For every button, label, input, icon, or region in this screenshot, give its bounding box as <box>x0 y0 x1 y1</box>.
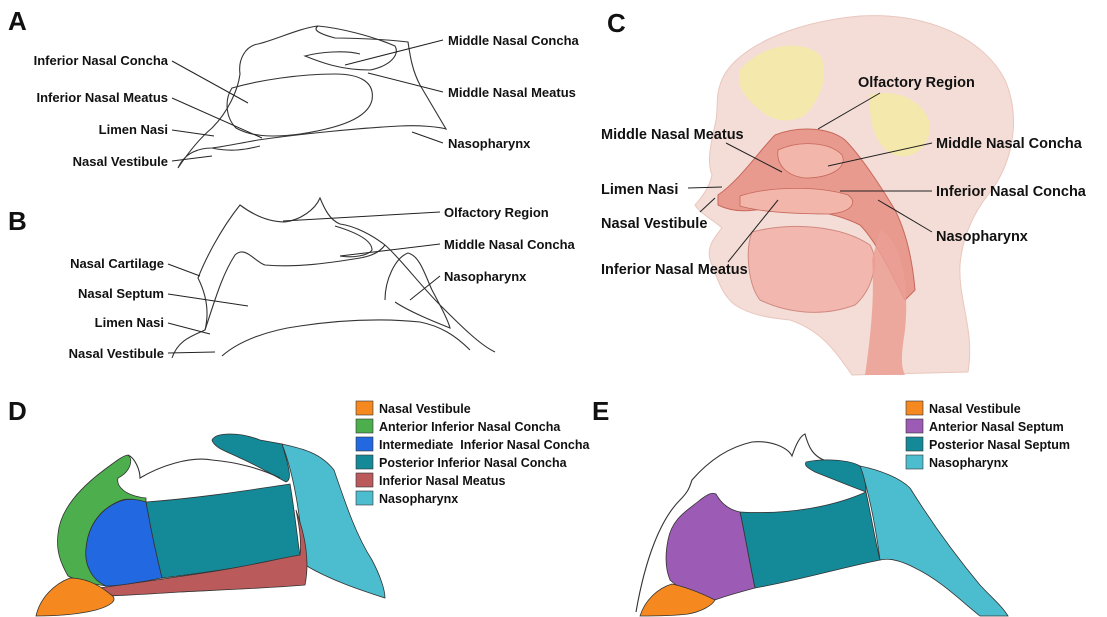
panel-a-leader-limen <box>172 130 214 136</box>
panel-a-letter: A <box>8 6 27 36</box>
panel-d-region-posterior-tail <box>212 434 289 482</box>
panel-b-label-nasopharynx: Nasopharynx <box>444 269 527 284</box>
panel-a-leader-middle-meatus <box>368 73 443 92</box>
panel-d-legend-swatch-anterior-concha <box>356 419 373 433</box>
panel-a-inferior-concha <box>227 74 372 136</box>
panel-c-label-nasopharynx: Nasopharynx <box>936 229 1028 245</box>
panel-b-label-cartilage: Nasal Cartilage <box>70 256 164 271</box>
panel-c-tongue <box>748 226 874 312</box>
panel-e-legend-swatch-posterior-septum <box>906 437 923 451</box>
panel-e-region-nasopharynx <box>860 466 1008 616</box>
panel-a-leader-vestibule <box>172 156 212 161</box>
panel-b-leader-limen <box>168 323 210 334</box>
panel-a-label-inferior-meatus: Inferior Nasal Meatus <box>37 90 169 105</box>
panel-b-leader-cartilage <box>168 264 200 276</box>
panel-d-legend-swatch-vestibule <box>356 401 373 415</box>
panel-b-label-vestibule: Nasal Vestibule <box>69 346 164 361</box>
panel-d-legend-swatch-nasopharynx <box>356 491 373 505</box>
panel-a: A Inferior Nasal Concha Inferior Nasal M… <box>8 6 580 169</box>
panel-a-label-middle-meatus: Middle Nasal Meatus <box>448 85 576 100</box>
panel-d-legend-label-inferior-meatus: Inferior Nasal Meatus <box>379 474 505 488</box>
panel-e: E Nasal Vestibule Anterior Nasal Septum … <box>592 396 1070 616</box>
panel-c-label-olfactory: Olfactory Region <box>858 75 975 91</box>
panel-b-nasopharynx-shape <box>385 253 450 328</box>
panel-c-label-inferior-meatus: Inferior Nasal Meatus <box>601 262 748 278</box>
panel-e-legend: Nasal Vestibule Anterior Nasal Septum Po… <box>906 401 1070 470</box>
panel-d-legend-label-posterior-concha: Posterior Inferior Nasal Concha <box>379 456 568 470</box>
panel-d-legend-label-intermediate-concha: Intermediate Inferior Nasal Concha <box>379 438 591 452</box>
panel-e-region-posterior-septum <box>740 492 880 588</box>
panel-a-leader-middle-concha <box>345 40 443 65</box>
panel-b-leader-middle-concha <box>340 244 440 256</box>
panel-e-legend-label-nasopharynx: Nasopharynx <box>929 456 1008 470</box>
panel-e-letter: E <box>592 396 609 426</box>
panel-d-legend-label-vestibule: Nasal Vestibule <box>379 402 471 416</box>
panel-b-letter: B <box>8 206 27 236</box>
panel-b-leader-septum <box>168 294 248 306</box>
panel-e-legend-label-posterior-septum: Posterior Nasal Septum <box>929 438 1070 452</box>
panel-a-label-vestibule: Nasal Vestibule <box>73 154 168 169</box>
panel-c-label-middle-concha: Middle Nasal Concha <box>936 136 1083 152</box>
panel-e-legend-swatch-anterior-septum <box>906 419 923 433</box>
panel-e-legend-swatch-nasopharynx <box>906 455 923 469</box>
panel-c-label-middle-meatus: Middle Nasal Meatus <box>601 127 744 143</box>
panel-b-middle-concha <box>335 226 372 257</box>
panel-d-legend-label-anterior-concha: Anterior Inferior Nasal Concha <box>379 420 561 434</box>
panel-d-legend-swatch-inferior-meatus <box>356 473 373 487</box>
panel-b-label-limen-nasi: Limen Nasi <box>95 315 164 330</box>
panel-b-inner <box>205 245 385 330</box>
panel-d: D Nasal Vestibule Anterior Inferior Nasa… <box>8 396 591 616</box>
panel-c-label-vestibule: Nasal Vestibule <box>601 216 707 232</box>
panel-d-legend-swatch-posterior-concha <box>356 455 373 469</box>
panel-a-label-inferior-concha: Inferior Nasal Concha <box>34 53 169 68</box>
panel-a-label-limen-nasi: Limen Nasi <box>99 122 168 137</box>
panel-a-leader-inferior-concha <box>172 61 248 103</box>
panel-e-legend-swatch-vestibule <box>906 401 923 415</box>
panel-b-label-septum: Nasal Septum <box>78 286 164 301</box>
panel-d-legend-label-nasopharynx: Nasopharynx <box>379 492 458 506</box>
panel-c: C Olfactory Region Middle Nasal Meatus M… <box>601 8 1087 375</box>
panel-e-region-posterior-tail <box>805 460 866 492</box>
panel-a-label-middle-concha: Middle Nasal Concha <box>448 33 580 48</box>
panel-d-legend-swatch-intermediate-concha <box>356 437 373 451</box>
panel-c-letter: C <box>607 8 626 38</box>
panel-e-region-anterior-septum <box>666 493 755 600</box>
panel-c-label-inferior-concha: Inferior Nasal Concha <box>936 184 1087 200</box>
panel-e-legend-label-vestibule: Nasal Vestibule <box>929 402 1021 416</box>
panel-a-leader-nasopharynx <box>412 132 443 143</box>
panel-d-legend: Nasal Vestibule Anterior Inferior Nasal … <box>356 401 591 506</box>
panel-b-label-middle-concha: Middle Nasal Concha <box>444 237 576 252</box>
panel-a-outline <box>178 26 446 168</box>
panel-a-label-nasopharynx: Nasopharynx <box>448 136 531 151</box>
panel-b-floor <box>222 320 470 356</box>
panel-e-legend-label-anterior-septum: Anterior Nasal Septum <box>929 420 1064 434</box>
panel-d-letter: D <box>8 396 27 426</box>
panel-c-label-limen-nasi: Limen Nasi <box>601 182 678 198</box>
panel-b-label-olfactory: Olfactory Region <box>444 205 549 220</box>
panel-b: B Nasal Cartilage Nasal Septum Limen Nas… <box>8 198 576 361</box>
